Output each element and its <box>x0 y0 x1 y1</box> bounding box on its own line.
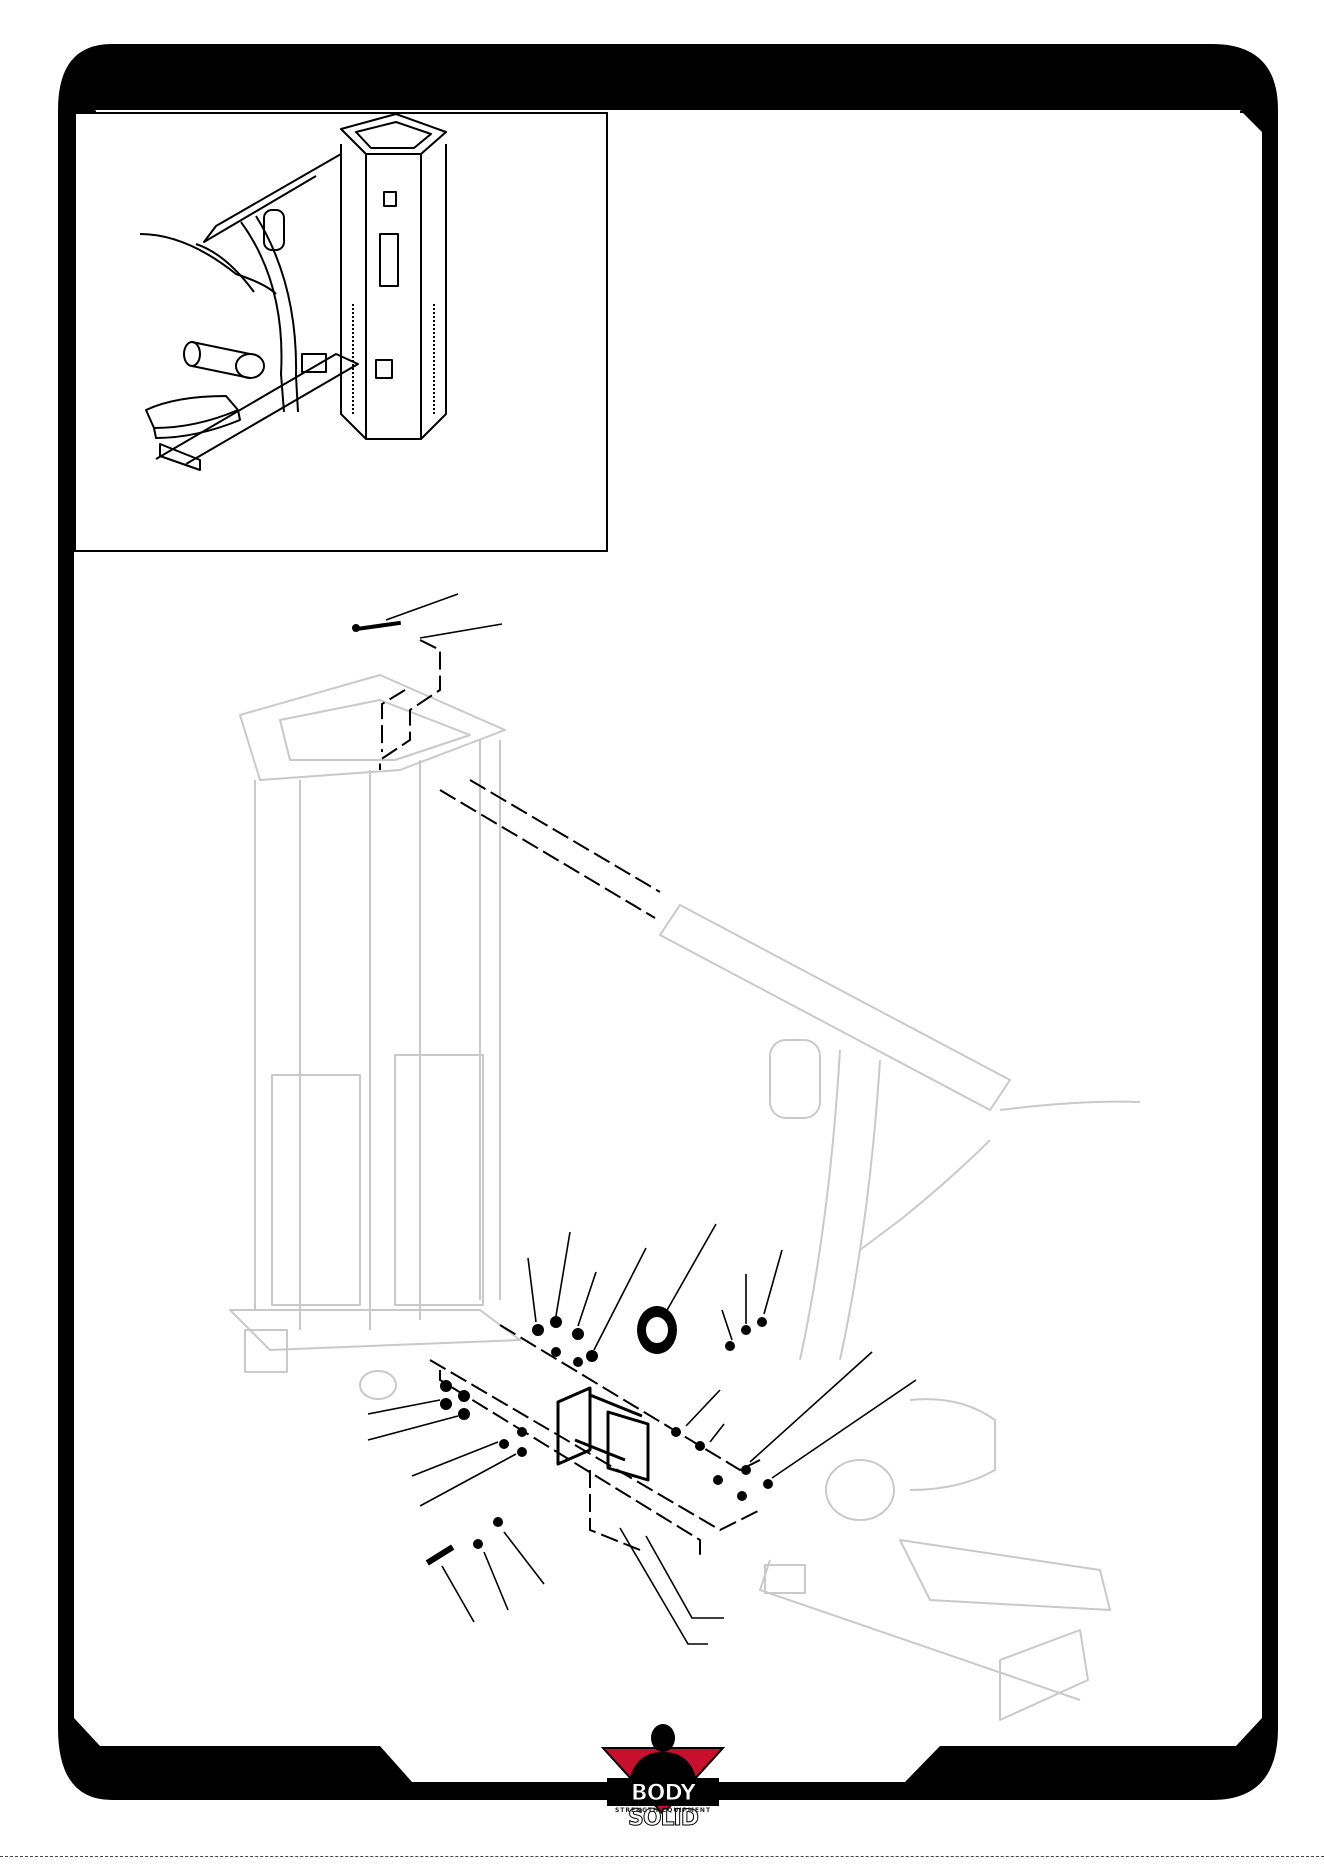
callout-12 <box>368 1416 458 1440</box>
bracket-plate-back <box>608 1412 648 1480</box>
callout-7 <box>666 1224 716 1312</box>
hw-washer-1 <box>473 1539 483 1549</box>
dash-top-bolt-2 <box>382 690 405 752</box>
hw-nut-16 <box>757 1317 767 1327</box>
hw-nut-20 <box>763 1479 773 1489</box>
callout-10 <box>764 1250 782 1314</box>
hw-nut-19 <box>741 1465 751 1475</box>
hw-nut-17 <box>671 1427 681 1437</box>
dash-base-3 <box>440 1370 700 1560</box>
bracket-plate-front <box>558 1388 590 1464</box>
callout-16 <box>710 1424 724 1442</box>
hw-nut-18 <box>695 1441 705 1451</box>
callout-15 <box>686 1390 720 1426</box>
hw-nut-11 <box>499 1439 509 1449</box>
bg-tower-top-inner <box>280 700 470 760</box>
dash-beam-2 <box>470 780 660 892</box>
hw-bolt-top <box>355 621 401 631</box>
logo-brand-text: BODY SOLID <box>601 1781 725 1831</box>
dash-base-4 <box>590 1470 640 1550</box>
bg-tower-foot <box>245 1330 287 1372</box>
hw-nut-15 <box>741 1325 751 1335</box>
callout-2 <box>420 624 502 638</box>
bg-seat <box>900 1540 1110 1610</box>
hw-bolt-top-head <box>352 624 360 632</box>
hw-nut-6 <box>573 1357 583 1367</box>
dash-base-1 <box>500 1325 760 1470</box>
page-bottom-rule <box>0 1856 1324 1857</box>
hw-nut-2 <box>550 1316 562 1328</box>
callout-1 <box>386 594 458 620</box>
hw-nut-14 <box>725 1341 735 1351</box>
bracket-part <box>558 1388 648 1480</box>
dash-beam <box>440 790 655 918</box>
hw-nut-4 <box>586 1350 598 1362</box>
dash-base-2 <box>430 1360 760 1530</box>
hw-nut-21 <box>713 1475 723 1485</box>
hw-nut-12 <box>517 1427 527 1437</box>
background-machine <box>230 675 1140 1720</box>
callout-4 <box>556 1232 570 1316</box>
hw-nut-8 <box>440 1398 452 1410</box>
logo-figure-head <box>651 1724 675 1752</box>
end-cap-inner <box>645 1316 669 1344</box>
bg-lat-bar <box>860 1102 1140 1250</box>
hw-nut-5 <box>551 1347 561 1357</box>
hw-nut-13 <box>517 1447 527 1457</box>
hardware <box>352 621 773 1566</box>
bg-stack-right <box>395 1055 483 1305</box>
callout-8 <box>722 1310 732 1340</box>
bg-rail-end <box>765 1565 805 1593</box>
dash-top-bolt <box>380 640 440 770</box>
hw-nut-3 <box>572 1328 584 1340</box>
bg-roller-end <box>826 1460 894 1520</box>
hw-nut-7 <box>440 1380 452 1392</box>
bg-lat-beam <box>660 905 1010 1110</box>
hw-bolt-bottom <box>426 1545 455 1566</box>
hw-washer-2 <box>493 1517 503 1527</box>
bg-roller <box>910 1399 995 1490</box>
brand-logo: BODY SOLID STRENGTH EQUIPMENT <box>601 1722 725 1818</box>
bg-stack-left <box>272 1075 360 1305</box>
callout-21 <box>442 1566 474 1622</box>
bg-tower-top <box>240 675 505 780</box>
end-cap-part <box>637 1306 677 1354</box>
bg-tower-foot-2 <box>360 1371 396 1399</box>
callout-22 <box>484 1552 508 1610</box>
callout-11 <box>368 1400 440 1414</box>
logo-tagline-text: STRENGTH EQUIPMENT <box>601 1807 725 1814</box>
bg-footrest <box>1000 1630 1088 1720</box>
callout-5 <box>578 1272 596 1326</box>
hw-nut-22 <box>737 1491 747 1501</box>
bg-shroud <box>770 1040 820 1118</box>
callout-23 <box>504 1532 544 1584</box>
bg-column <box>800 1050 880 1360</box>
callout-14 <box>420 1454 516 1506</box>
callout-3 <box>528 1258 536 1322</box>
callout-17 <box>750 1352 872 1462</box>
callout-20 <box>620 1528 708 1644</box>
hw-nut-9 <box>458 1390 470 1402</box>
hw-nut-1 <box>532 1324 544 1336</box>
hw-nut-10 <box>458 1408 470 1420</box>
callout-19 <box>646 1536 724 1618</box>
